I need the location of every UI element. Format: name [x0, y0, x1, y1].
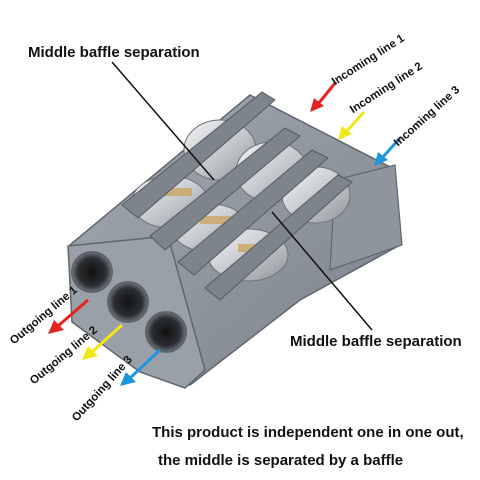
- wire-hole-1: [71, 251, 113, 293]
- baffle-wall-4: [204, 174, 353, 301]
- outgoing-arrow-1: [48, 298, 89, 334]
- outgoing-arrow-3: [120, 348, 162, 386]
- callout-top-label: Middle baffle separation: [28, 44, 200, 61]
- callout-line-top: [111, 61, 215, 181]
- caption-line-2: the middle is separated by a baffle: [158, 452, 404, 469]
- wire-hole-2: [107, 281, 149, 323]
- incoming-arrow-3: [374, 136, 402, 166]
- baffle-wall-3: [177, 149, 329, 276]
- baffle-wall-2: [149, 127, 301, 251]
- incoming-arrow-1: [310, 81, 338, 112]
- caption-line-1: This product is independent one in one o…: [152, 424, 464, 441]
- callout-line-bottom: [271, 211, 373, 331]
- incoming-arrow-2: [338, 110, 366, 140]
- callout-bottom-label: Middle baffle separation: [290, 333, 462, 350]
- wire-hole-3: [145, 311, 187, 353]
- outgoing-arrow-2: [82, 323, 124, 360]
- baffle-wall-1: [121, 91, 276, 219]
